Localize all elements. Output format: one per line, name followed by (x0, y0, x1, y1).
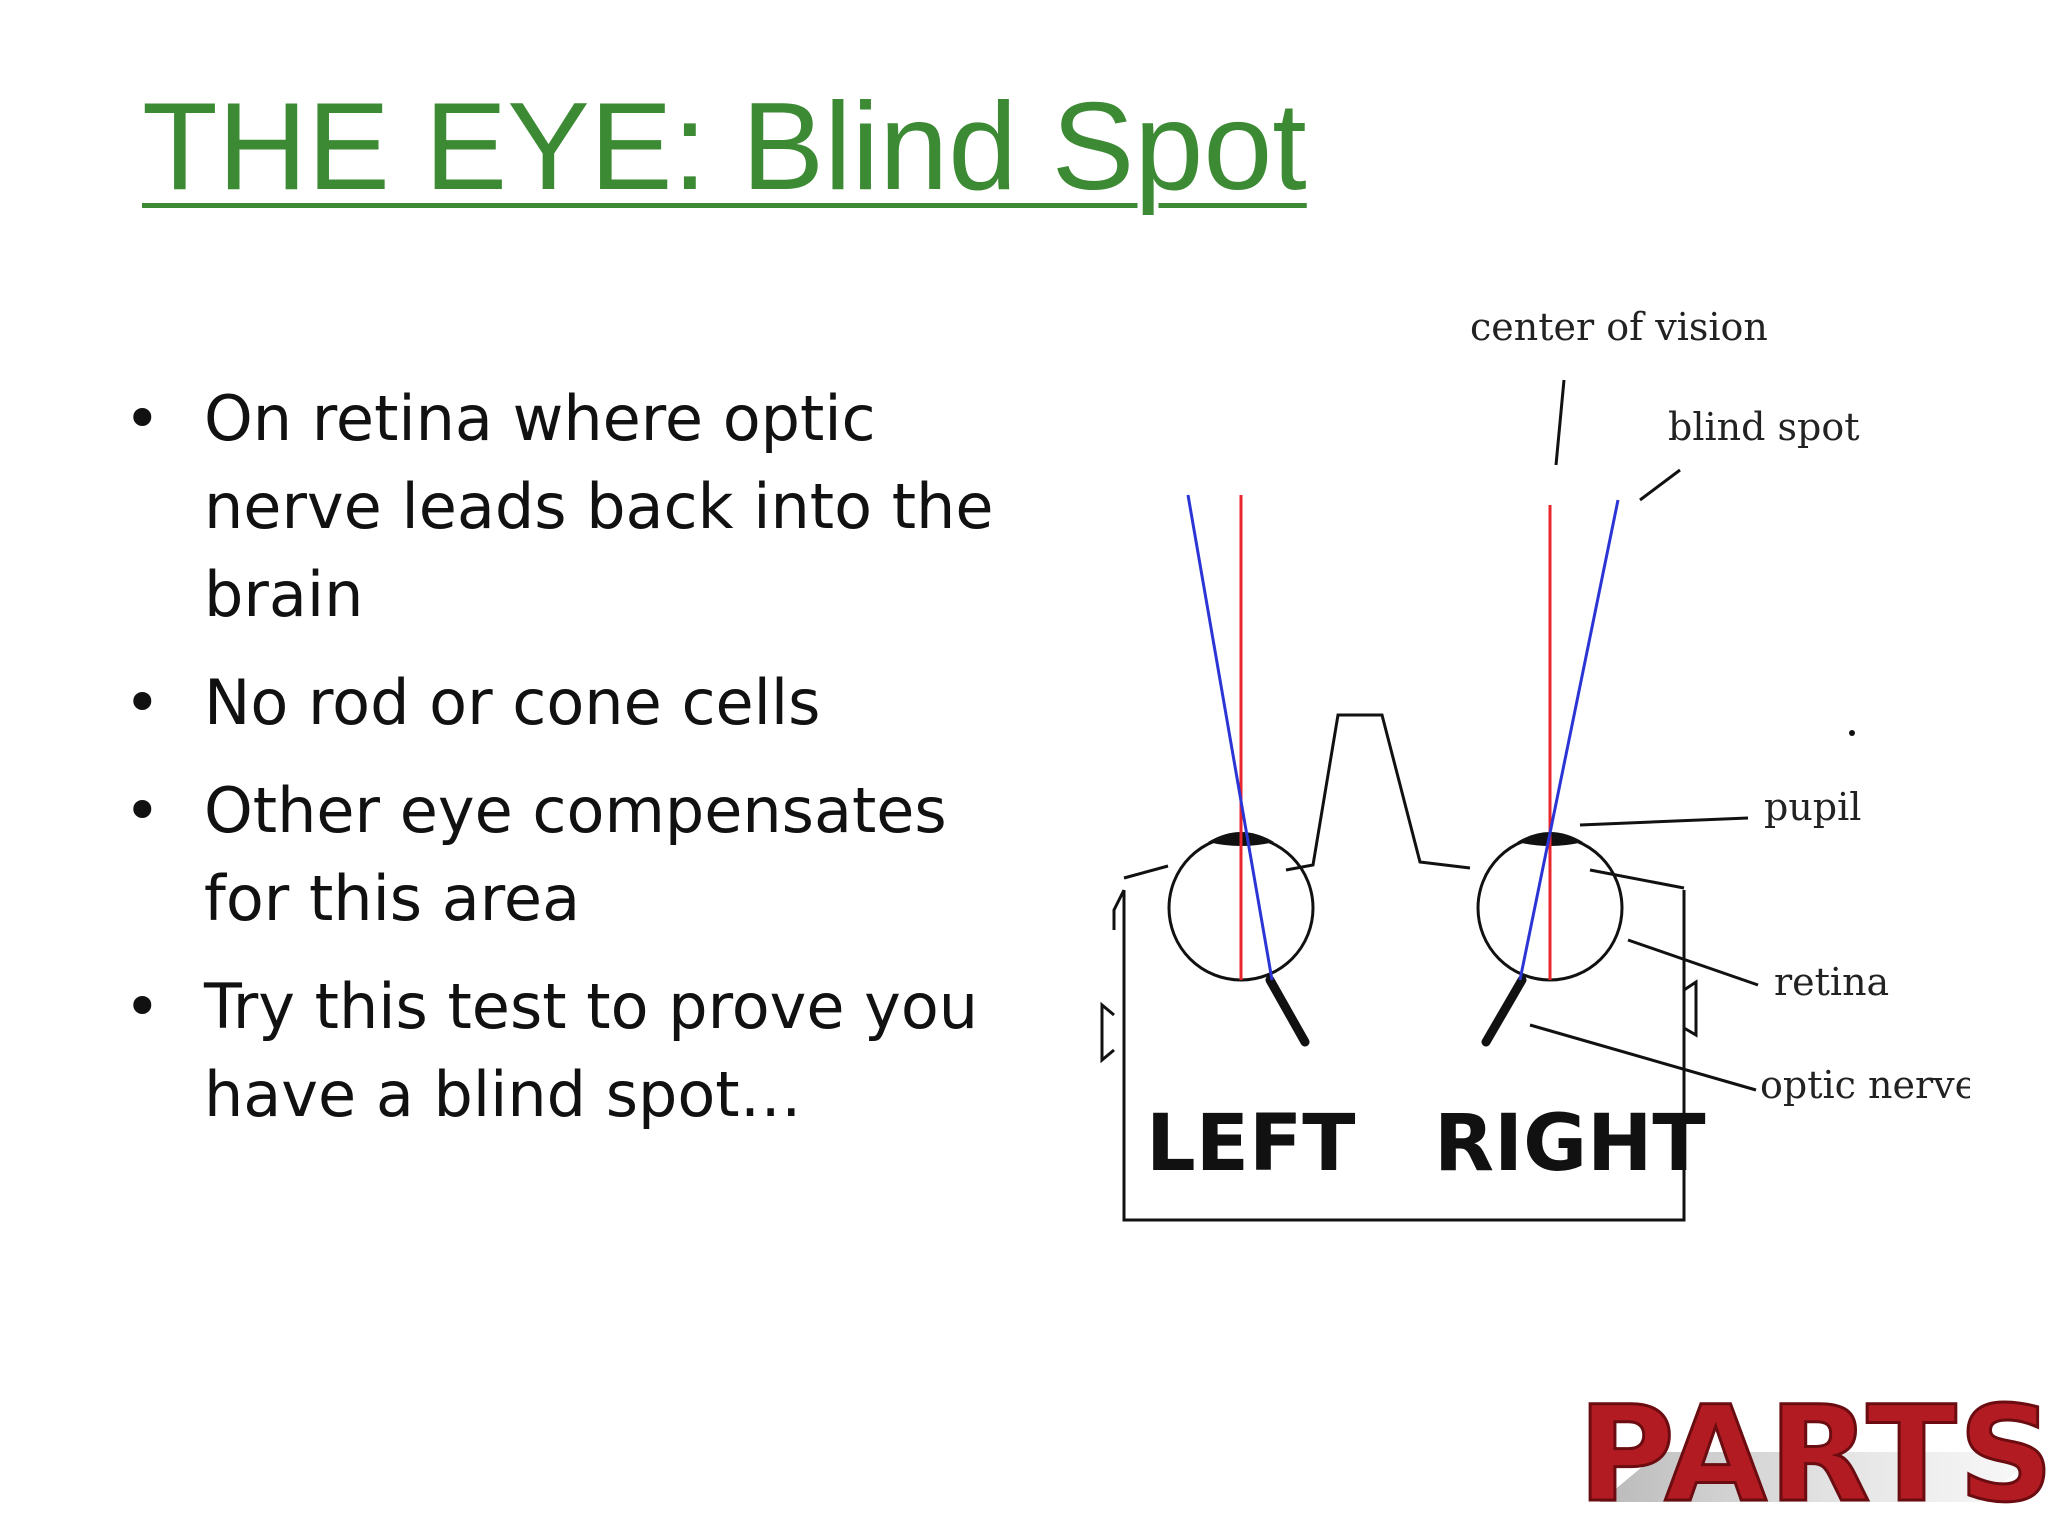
right-blind-spot-line (1518, 499, 1620, 981)
logo-shadow (1600, 1452, 2040, 1502)
blind-spot-label: blind spot (1668, 405, 1859, 449)
box-outline (1122, 890, 1686, 1222)
eye-blind-spot-diagram: center of vision blind spot pupil retina… (1100, 305, 1970, 1222)
optic-nerve-label: optic nerve (1760, 1063, 1970, 1107)
left-optic-nerve (1265, 975, 1310, 1047)
bullet-text: Other eye compensates for this area (204, 774, 947, 935)
retina-pointer (1627, 938, 1759, 987)
left-label: LEFT (1146, 1099, 1355, 1189)
right-label: RIGHT (1434, 1099, 1706, 1189)
blind-spot-pointer (1639, 468, 1681, 502)
left-blind-spot-line (1186, 494, 1274, 981)
bullet-text: Try this test to prove you have a blind … (204, 970, 979, 1131)
bullet-text: No rod or cone cells (204, 666, 821, 739)
center-of-vision-pointer (1554, 379, 1566, 466)
left-ear-outline (1100, 889, 1126, 1064)
stray-dot (1849, 730, 1855, 736)
bullet-item: • No rod or cone cells (118, 659, 998, 747)
bullet-glyph: • (124, 666, 161, 739)
bullet-glyph: • (124, 970, 161, 1043)
right-ear-outline (1683, 979, 1698, 1038)
bullet-item: • Other eye compensates for this area (118, 767, 998, 943)
right-brow (1589, 868, 1685, 890)
pupil-label: pupil (1764, 785, 1861, 829)
nose-profile (1123, 713, 1471, 880)
right-optic-nerve (1481, 975, 1527, 1047)
bullet-list: • On retina where optic nerve leads back… (118, 375, 998, 1159)
retina-label: retina (1774, 960, 1889, 1004)
bullet-glyph: • (124, 382, 161, 455)
pupil-pointer (1579, 816, 1749, 827)
slide-title: THE EYE: Blind Spot (142, 78, 1307, 216)
optic-nerve-pointer (1529, 1023, 1757, 1092)
bullet-text: On retina where optic nerve leads back i… (204, 382, 994, 631)
bullet-item: • On retina where optic nerve leads back… (118, 375, 998, 639)
bullet-glyph: • (124, 774, 161, 847)
center-of-vision-label: center of vision (1470, 305, 1768, 349)
leader-lines (1529, 379, 1759, 1092)
bullet-item: • Try this test to prove you have a blin… (118, 963, 998, 1139)
head-outline (1100, 713, 1698, 1222)
parts-logo: PARTS (1577, 1378, 2048, 1532)
